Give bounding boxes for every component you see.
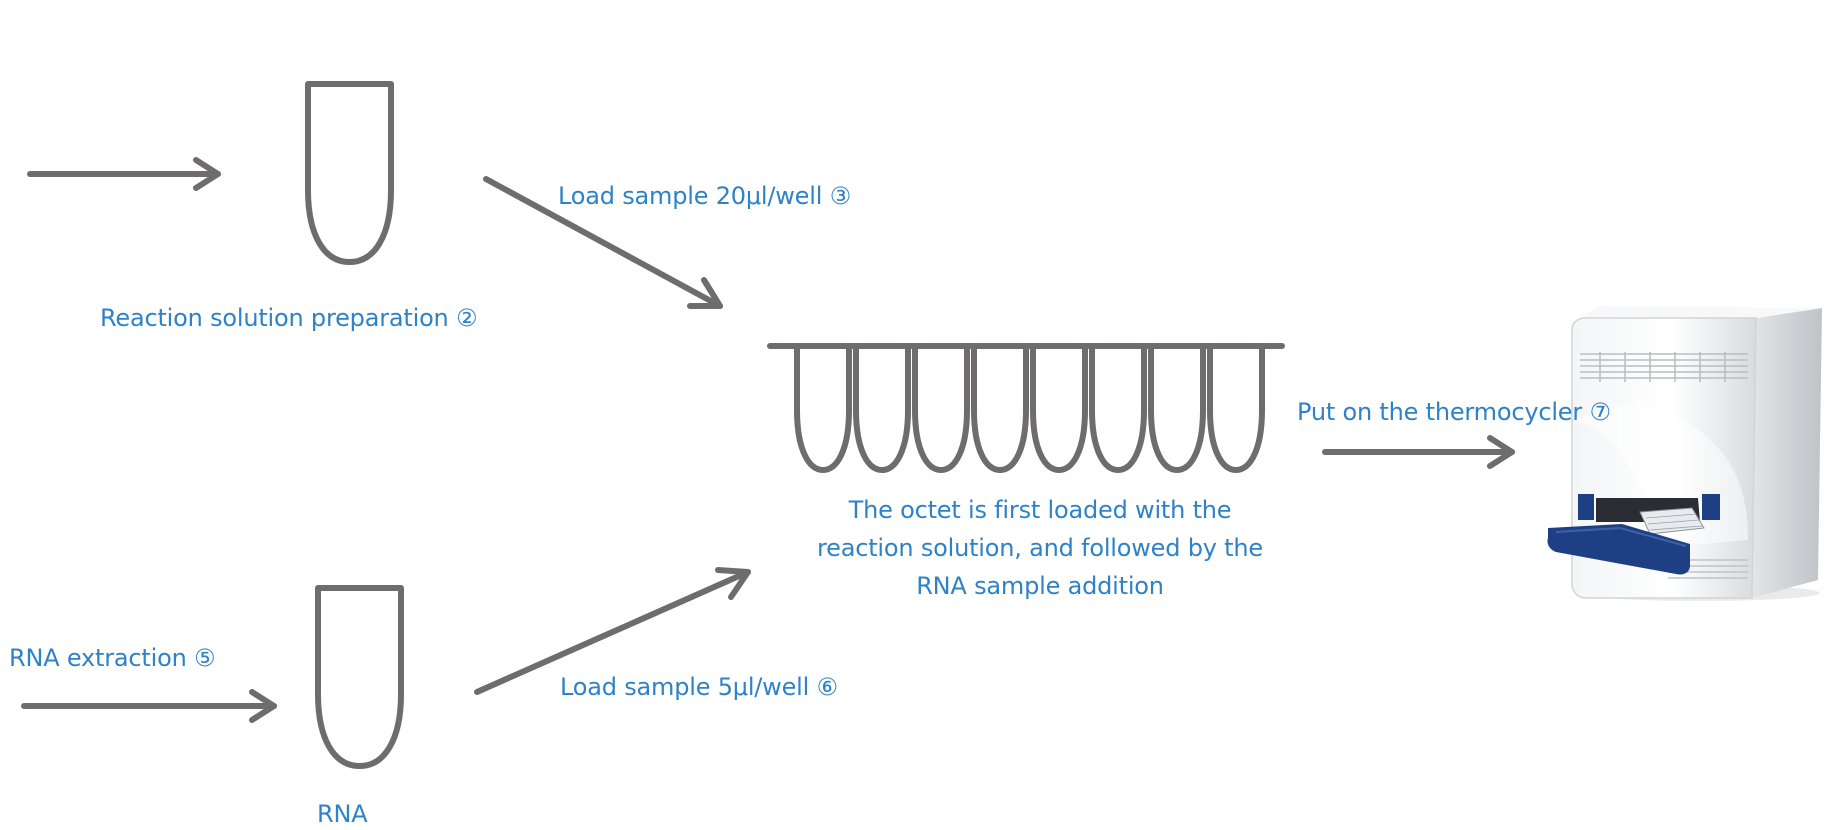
load-5-label: Load sample 5μl/well ⑥ xyxy=(560,673,838,701)
thermocycler-label: Put on the thermocycler ⑦ xyxy=(1297,398,1611,426)
octet-caption: The octet is first loaded with the react… xyxy=(780,491,1300,605)
arrow-icon xyxy=(21,689,277,723)
arrow-icon xyxy=(1322,435,1515,469)
octet-caption-line: RNA sample addition xyxy=(916,572,1164,600)
rna-extraction-label: RNA extraction ⑤ xyxy=(9,644,216,672)
arrow-icon xyxy=(483,176,723,309)
load-20-label: Load sample 20μl/well ③ xyxy=(558,182,851,210)
reaction-prep-label: Reaction solution preparation ② xyxy=(100,304,478,332)
arrow-icon xyxy=(27,157,221,191)
thermocycler-icon xyxy=(1547,306,1822,601)
rna-label: RNA xyxy=(317,800,368,828)
octet-strip-icon xyxy=(767,343,1285,473)
tube-icon xyxy=(315,585,404,769)
tube-icon xyxy=(305,81,394,265)
octet-caption-line: The octet is first loaded with the xyxy=(848,496,1232,524)
arrow-icon xyxy=(474,567,751,695)
octet-caption-line: reaction solution, and followed by the xyxy=(817,534,1263,562)
